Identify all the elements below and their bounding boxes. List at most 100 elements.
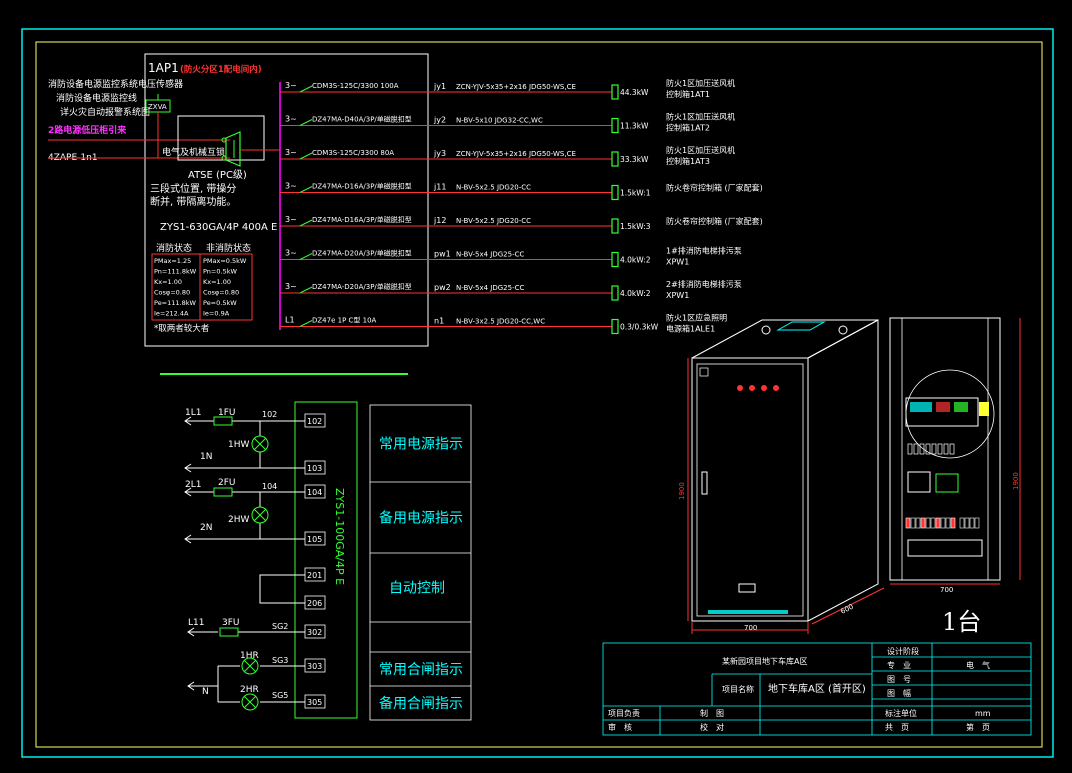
inner-frame xyxy=(35,41,1043,748)
lamp-1hr-icon xyxy=(241,657,259,675)
wire-104: 104 xyxy=(262,482,277,491)
atse-switch-icon xyxy=(221,131,241,167)
circuit-power: 0.3/0.3kW xyxy=(620,323,659,332)
circuit-loop: jy2 xyxy=(433,116,446,125)
side-height: 1900 xyxy=(1012,472,1020,490)
terminal-number: 302 xyxy=(307,628,322,637)
control-wires xyxy=(185,420,305,703)
circuit-terminal xyxy=(611,285,619,301)
project-name: 地下车库A区 (首开区) xyxy=(768,682,866,695)
circuit-power: 4.0kW:2 xyxy=(620,256,651,265)
circuit-cable: ZCN-YJV-5x35+2x16 JDG50-WS,CE xyxy=(456,83,576,91)
fire-state-value: Kx=1.00 xyxy=(154,278,182,286)
circuit-terminal xyxy=(611,318,619,335)
label-2l1: 2L1 xyxy=(185,480,201,490)
review-label: 审 核 xyxy=(608,722,632,732)
circuit-destination: 控制箱1AT1 xyxy=(666,89,710,99)
state-header-fire: 消防状态 xyxy=(156,242,192,254)
quantity: 1台 xyxy=(942,608,981,636)
front-width: 700 xyxy=(744,624,757,632)
circuit-destination: XPW1 xyxy=(666,291,689,300)
function-label: 常用电源指示 xyxy=(379,437,463,453)
circuit-phase: 3~ xyxy=(285,215,297,224)
circuit-cable: N-BV-5x4 JDG25-CC xyxy=(456,284,524,292)
circuit-loop: pw2 xyxy=(434,283,451,292)
circuit-destination: 防火1区加压送风机 xyxy=(666,112,735,122)
terminal-number: 303 xyxy=(307,662,322,671)
circuit-power: 44.3kW xyxy=(620,88,649,97)
terminal xyxy=(304,460,326,475)
depth-dim xyxy=(811,587,885,625)
wire-sg2: SG2 xyxy=(272,622,288,631)
circuit-destination: 防火1区应急照明 xyxy=(666,313,727,323)
function-label: 备用合闸指示 xyxy=(379,695,463,712)
terminal-number: 206 xyxy=(307,599,322,608)
function-label: 备用电源指示 xyxy=(379,510,463,527)
terminal xyxy=(304,694,326,709)
circuit-destination: 控制箱1AT2 xyxy=(666,123,710,133)
circuit-breaker: DZ47MA-D20A/3P/单磁脱扣型 xyxy=(312,249,412,258)
label-1hw: 1HW xyxy=(228,440,249,450)
lifting-eye-icon xyxy=(761,325,771,335)
circuit-terminal xyxy=(611,218,619,234)
circuit-cable: N-BV-5x4 JDG25-CC xyxy=(456,251,524,259)
depth: 600 xyxy=(839,603,855,616)
circuit-destination: 防火卷帘控制箱 (厂家配套) xyxy=(666,216,763,226)
indicator-lamp-icon xyxy=(749,385,755,391)
circuit-breaker: DZ47e 1P C型 10A xyxy=(312,316,377,325)
interlock-label: 电气及机械互锁 xyxy=(162,146,225,158)
cabinet-front-view: 700 1900 600 xyxy=(678,319,885,634)
fire-state-values: PMax=1.25Pn=111.8kWKx=1.00Cosφ=0.80Pe=11… xyxy=(154,257,197,318)
states-footnote: *取两者较大者 xyxy=(154,323,210,334)
circuit-phase: L1 xyxy=(285,316,295,325)
leader-label: 项目负责 xyxy=(608,708,640,718)
circuit-loop: n1 xyxy=(434,317,444,326)
atse-unit xyxy=(905,397,979,427)
atse-line: 三段式位置, 带操分 xyxy=(150,182,236,195)
circuit-terminal xyxy=(611,117,619,134)
wire-102: 102 xyxy=(262,410,277,419)
panel-note: 2路电源低压柜引来 xyxy=(48,124,127,136)
circuit-destination: XPW1 xyxy=(666,258,689,267)
label-2fu: 2FU xyxy=(218,478,236,488)
label-1fu: 1FU xyxy=(218,408,236,418)
sensor-label: ZXVA xyxy=(148,103,167,111)
specialty-label: 专 业 xyxy=(887,660,911,670)
check-label: 校 对 xyxy=(700,722,724,732)
circuit-breaker: DZ47MA-D20A/3P/单磁脱扣型 xyxy=(312,282,412,291)
terminal xyxy=(304,567,326,582)
circuit-terminal xyxy=(611,151,619,167)
terminal xyxy=(304,658,326,673)
scale-label: 图 幅 xyxy=(887,688,911,698)
outer-frame xyxy=(21,28,1054,758)
panel-note: 消防设备电源监控线 xyxy=(56,92,137,104)
function-label: 常用合闸指示 xyxy=(379,662,463,678)
circuit-terminal xyxy=(611,84,619,100)
circuit-destination: 1#排消防电梯排污泵 xyxy=(666,246,742,256)
terminal xyxy=(304,531,326,546)
circuit-breaker: CDM3S-125C/3300 80A xyxy=(312,149,394,157)
lamp-1hw-icon xyxy=(251,435,269,453)
side-width: 700 xyxy=(940,586,953,594)
project-top: 某新园项目地下车库A区 xyxy=(722,656,807,666)
circuit-destination: 防火1区加压送风机 xyxy=(666,145,735,155)
terminal-number: 104 xyxy=(307,488,322,497)
circuit-cable: N-BV-5x2.5 JDG20-CC xyxy=(456,217,531,225)
panel-note: 消防设备电源监控系统电压传感器 xyxy=(48,78,183,90)
project-label: 项目名称 xyxy=(722,684,754,694)
nonfire-state-value: Pn=0.5kW xyxy=(203,268,237,276)
lifting-eye-icon xyxy=(838,325,848,335)
circuit-cable: N-BV-5x2.5 JDG20-CC xyxy=(456,184,531,192)
circuit-cable: N-BV-5x10 JDG32-CC,WC xyxy=(456,117,543,125)
circuit-destination: 电源箱1ALE1 xyxy=(666,324,715,334)
terminal xyxy=(304,624,326,639)
load-states-table: 消防状态 非消防状态 PMax=1.25Pn=111.8kWKx=1.00Cos… xyxy=(151,242,253,334)
